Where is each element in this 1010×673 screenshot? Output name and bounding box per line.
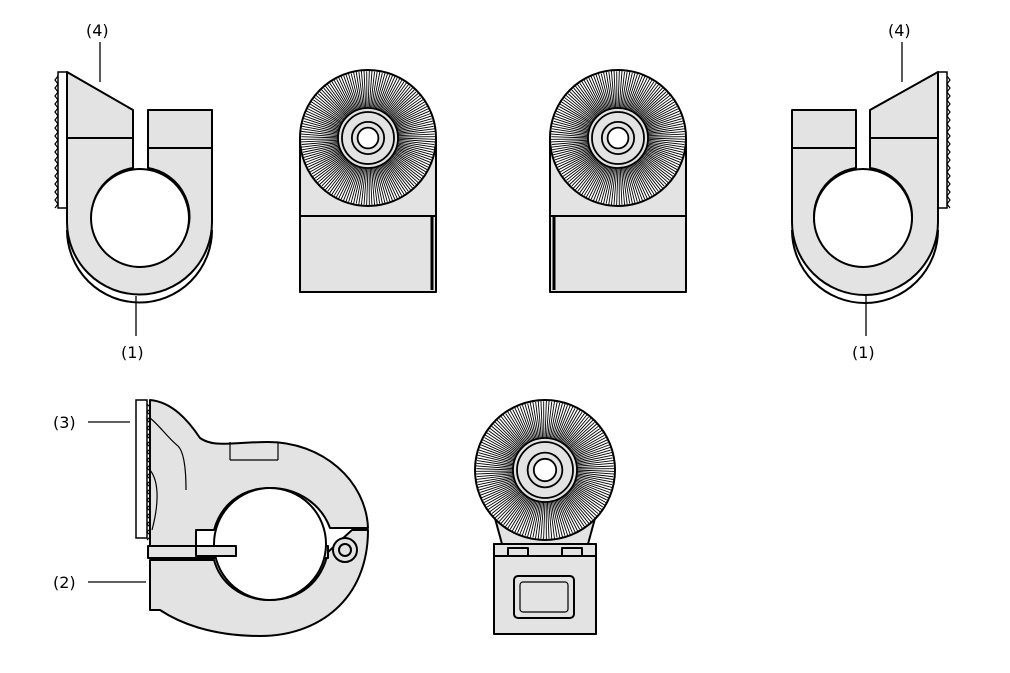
release-button [513,575,575,619]
bristles [550,69,687,206]
brush-hub-ring-3 [356,126,380,150]
pivot-pin-inner [338,543,352,557]
brush-disk-3 [549,69,687,207]
clamp-view-left: (4) (1) [54,21,213,362]
label-1-left: (1) [121,343,144,362]
knurl-teeth-left [54,75,59,209]
label-4-right: (4) [888,21,911,40]
brush-disk-2 [299,69,437,207]
base-clip-right [561,547,583,557]
pivot-pin-outer [332,537,358,563]
clamp-open-bore [213,487,327,601]
base-clip-left [507,547,529,557]
knurl-teeth-right [946,75,951,209]
brush-view-6 [474,399,616,635]
clamp-bore-right [813,168,913,268]
label-4-left: (4) [86,21,109,40]
brush-hub-ring-3 [532,457,558,483]
clamp-bore-left [90,168,190,268]
label-2: (2) [53,573,76,592]
upper-jaw-contour-b [149,469,158,531]
release-button-face [519,581,569,613]
upper-jaw [149,399,369,549]
label-1-right: (1) [852,343,875,362]
clamp-view-right: (4) (1) [791,21,951,362]
clamp-bottom-rim-right [791,229,939,304]
knurl-strip-left [57,71,68,209]
clamp-bottom-rim-left [66,229,213,304]
brush-hub-ring-3 [606,126,630,150]
brush-view-3 [549,69,687,293]
label-3: (3) [53,413,76,432]
knurl-strip-open [135,399,148,539]
knurl-strip-right [937,71,948,209]
bristles [475,399,616,540]
bore-slot [195,545,237,557]
brush-disk-6 [474,399,616,541]
upper-jaw-contour-a [149,417,187,491]
bristles [300,69,437,206]
brush-view-2 [299,69,437,293]
clamp-open-view: (3) (2) [53,399,369,637]
